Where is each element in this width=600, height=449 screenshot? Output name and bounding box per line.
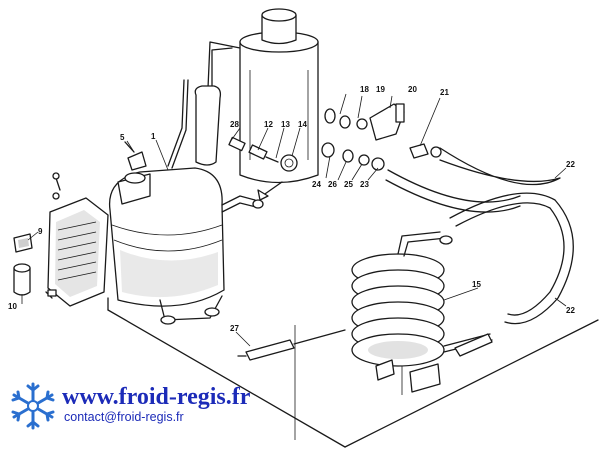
part-27-probe [237,329,346,361]
small-fittings [321,103,442,171]
callout-19: 19 [376,85,385,94]
part-5-cap [124,141,147,171]
leader-lines [21,93,567,347]
valve-fittings [228,136,298,201]
callout-18: 18 [360,85,369,94]
callout-labels: 1 5 9 10 28 12 13 14 18 19 20 21 24 26 2… [8,85,575,333]
callout-1: 1 [151,132,156,141]
callout-27: 27 [230,324,239,333]
tall-container [239,8,319,184]
callout-13: 13 [281,120,290,129]
part-9-connector [13,233,33,253]
website-link[interactable]: www.froid-regis.fr [62,384,251,410]
callout-23: 23 [360,180,369,189]
callout-12: 12 [264,120,273,129]
filter-drier [167,41,241,169]
callout-28: 28 [230,120,239,129]
callout-15: 15 [472,280,481,289]
callout-21: 21 [440,88,449,97]
callout-20: 20 [408,85,417,94]
callout-22-bottom: 22 [566,306,575,315]
callout-14: 14 [298,120,307,129]
callout-5: 5 [120,133,125,142]
part-10-capacitor [13,263,57,299]
callout-10: 10 [8,302,17,311]
callout-9: 9 [38,227,43,236]
coil [351,231,493,393]
callout-22-top: 22 [566,160,575,169]
compressor [108,167,264,325]
callout-24: 24 [312,180,321,189]
contact-email-link[interactable]: contact@froid-regis.fr [64,410,184,424]
relay-box [47,172,109,307]
snowflake-logo-icon [11,382,55,430]
tubing [385,147,574,325]
callout-26: 26 [328,180,337,189]
callout-25: 25 [344,180,353,189]
